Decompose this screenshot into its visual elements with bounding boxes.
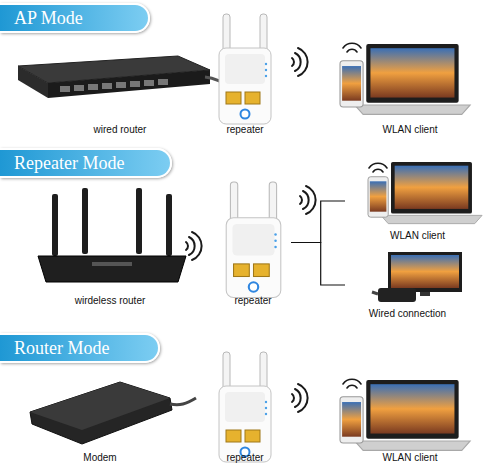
device-label: WLAN client [330,124,490,136]
device-label: repeater [215,295,291,307]
device-label: WLAN client [345,230,490,242]
device-label: repeater [210,452,280,464]
device-box: repeater [210,12,280,136]
mode-banner: AP Mode [0,3,150,33]
mode-banner: Repeater Mode [0,148,172,178]
device-box: WLAN client [345,160,490,242]
device-box: wirdeless router [30,185,190,307]
device-label: wirdeless router [30,295,190,307]
device-box: wired router [20,40,220,136]
device-label: WLAN client [330,452,490,464]
device-box: Wired connection [345,250,470,320]
device-label: Modem [20,452,180,464]
mode-title: Router Mode [0,338,109,359]
device-label: wired router [20,124,220,136]
connection-line [291,243,345,286]
device-box: WLAN client [330,30,490,136]
device-box: WLAN client [330,366,490,464]
device-box: repeater [215,178,291,307]
device-label: repeater [210,124,280,136]
connection-line [291,201,345,243]
mode-title: Repeater Mode [0,153,124,174]
device-label: Wired connection [345,308,470,320]
device-box: repeater [210,348,280,464]
mode-banner: Router Mode [0,333,160,363]
device-box: Modem [20,372,180,464]
mode-title: AP Mode [0,8,83,29]
